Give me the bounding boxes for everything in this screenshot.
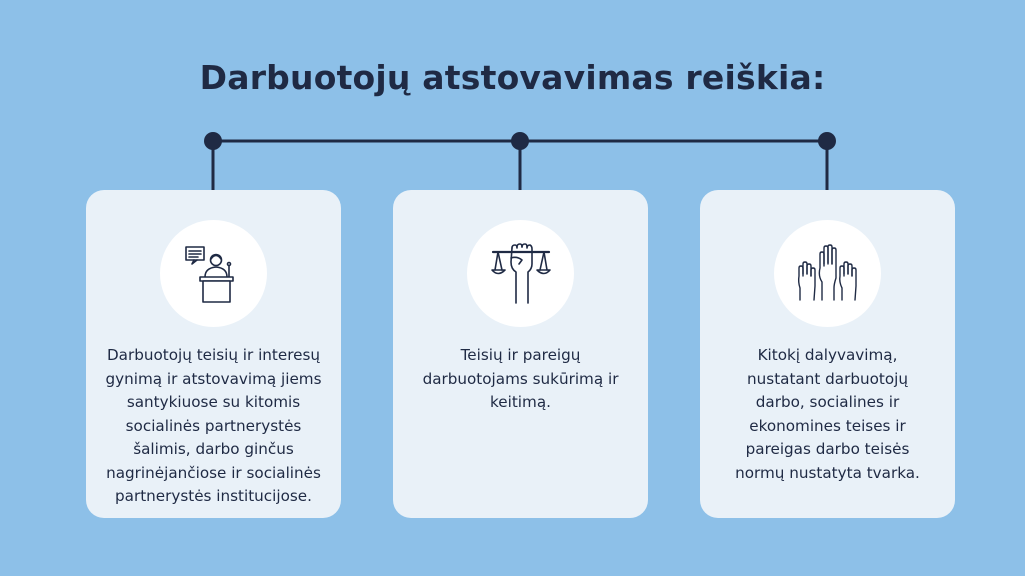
- fist-scales-icon: [490, 242, 551, 304]
- card-worker-rights-representation: Darbuotojų teisių ir interesų gynimą ir …: [86, 190, 341, 518]
- card-other-participation: Kitokį dalyvavimą, nustatant darbuotojų …: [700, 190, 955, 518]
- speaker-podium-icon: [184, 245, 234, 303]
- icon-circle: [467, 220, 574, 327]
- card-text: Kitokį dalyvavimą, nustatant darbuotojų …: [735, 346, 920, 482]
- connector-dot-2: [511, 132, 529, 150]
- card-text: Darbuotojų teisių ir interesų gynimą ir …: [105, 346, 322, 505]
- connector-lines: [204, 132, 836, 190]
- raised-hands-icon: [797, 243, 857, 301]
- card-rights-duties-creation: Teisių ir pareigų darbuotojams sukūrimą …: [393, 190, 648, 518]
- icon-circle: [774, 220, 881, 327]
- connector-dot-3: [818, 132, 836, 150]
- card-text: Teisių ir pareigų darbuotojams sukūrimą …: [422, 346, 619, 411]
- icon-circle: [160, 220, 267, 327]
- page-title: Darbuotojų atstovavimas reiškia:: [199, 58, 826, 97]
- connector-dot-1: [204, 132, 222, 150]
